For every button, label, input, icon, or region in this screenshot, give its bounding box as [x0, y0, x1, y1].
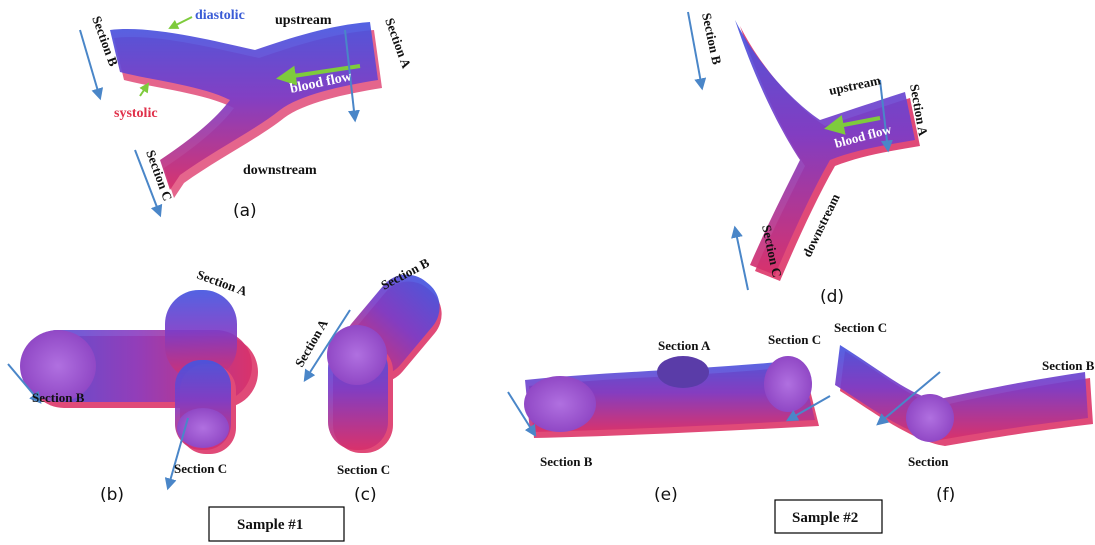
sample2-label: Sample #2	[792, 510, 858, 526]
section-b-label-b: Section B	[32, 390, 85, 405]
caption-f: (f)	[936, 485, 955, 505]
panel-c: Section A Section B Section C (c)	[292, 255, 454, 505]
section-a-label-e: Section A	[658, 338, 711, 353]
panel-e: Section A Section B Section C (e)	[508, 332, 830, 505]
panel-f: Section Section B Section C (f)	[834, 320, 1095, 505]
downstream-label-a: downstream	[243, 163, 317, 178]
section-a-label-a: Section A	[382, 16, 414, 71]
panel-b: Section A Section B Section C (b)	[8, 267, 258, 505]
section-label-f: Section	[908, 454, 949, 469]
systolic-label: systolic	[114, 106, 158, 121]
diastolic-label: diastolic	[195, 8, 245, 23]
section-c-label-e: Section C	[768, 332, 821, 347]
section-c-label-c: Section C	[337, 462, 390, 477]
caption-d: (d)	[820, 287, 844, 307]
section-b-label-d: Section B	[699, 12, 725, 67]
sample1-label: Sample #1	[237, 517, 303, 533]
section-b-arrow-d	[688, 12, 702, 88]
section-b-label-f: Section B	[1042, 358, 1095, 373]
section-c-label-b: Section C	[174, 461, 227, 476]
section-c-arrow-d	[735, 228, 748, 290]
caption-c: (c)	[354, 485, 377, 505]
upstream-label-d: upstream	[828, 72, 883, 98]
panel-a: diastolic systolic upstream downstream b…	[80, 8, 414, 221]
panel-d: upstream blood flow downstream Section A…	[688, 12, 931, 307]
upstream-label-a: upstream	[275, 13, 332, 28]
section-a-label-c: Section A	[292, 316, 331, 369]
caption-e: (e)	[654, 485, 678, 505]
vessel-c-shape	[327, 262, 454, 453]
section-b-label-e: Section B	[540, 454, 593, 469]
diastolic-pointer	[170, 17, 192, 28]
caption-a: (a)	[233, 201, 257, 221]
systolic-pointer	[140, 84, 148, 96]
vessel-b-shape	[20, 290, 258, 454]
caption-b: (b)	[100, 485, 124, 505]
vessel-e-shape	[524, 356, 819, 438]
section-c-label-f: Section C	[834, 320, 887, 335]
